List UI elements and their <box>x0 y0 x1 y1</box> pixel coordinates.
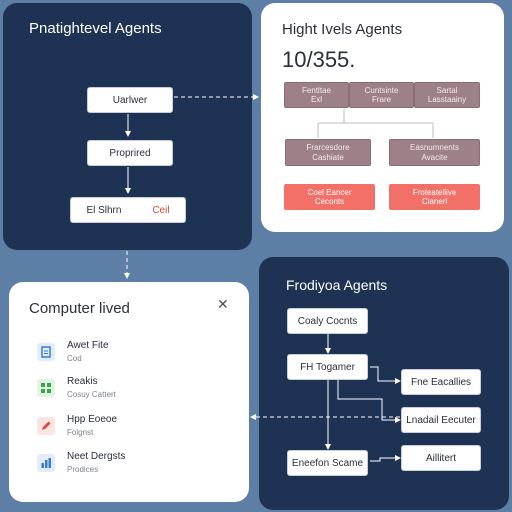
coral-box-right[interactable]: Froteatellive Cianerl <box>389 184 480 210</box>
box-line2: Cashiate <box>312 152 344 162</box>
mauve-box-r2c2[interactable]: Easnumnents Avacite <box>389 139 480 166</box>
list-item-title: Neet Dergsts <box>67 451 126 462</box>
box-line1: Easnumnents <box>410 143 459 153</box>
pencil-icon <box>37 416 55 435</box>
list-item-title: Awet Fite <box>67 340 109 351</box>
box-line1: Cuntsinte <box>364 85 399 95</box>
mauve-box-r1c2[interactable]: Cuntsinte Frare <box>349 82 414 108</box>
box-line2: Exl <box>310 95 323 104</box>
mauve-box-r2c1[interactable]: Frarcesdore Cashiate <box>285 139 371 166</box>
list-item-subtitle: Cod <box>67 354 82 363</box>
list-item-subtitle: Cosuy Cattert <box>67 390 116 399</box>
metric-value: 10/355. <box>282 47 356 72</box>
panel-title: Hight Ivels Agents <box>282 21 403 38</box>
mauve-box-r1c1[interactable]: Fentltae Exl <box>284 82 349 108</box>
box-line2: Frare <box>371 95 392 104</box>
node-lnadail-eecuter[interactable]: Lnadail Eecuter <box>401 407 481 433</box>
list-item[interactable]: Neet Dergsts Prodices <box>37 451 125 474</box>
box-line1: Coel Eancer <box>307 187 352 197</box>
chart-icon <box>37 453 55 472</box>
panel-top-left: Pnatightevel Agents Uarlwer Proprired El… <box>3 3 252 250</box>
box-line2: Lasstaainy <box>427 95 467 104</box>
panel-top-right: Hight Ivels Agents 10/355. Fentltae Exl … <box>261 3 504 232</box>
box-line1: Fentltae <box>302 85 331 95</box>
node-fne-eacallies[interactable]: Fne Eacallies <box>401 369 481 395</box>
box-line2: Ceconts <box>314 197 345 206</box>
node-aillitert[interactable]: Aillitert <box>401 445 481 471</box>
node-eneefon-scame[interactable]: Eneefon Scame <box>287 450 368 476</box>
close-icon[interactable]: ✕ <box>217 296 229 312</box>
list-item[interactable]: Reakis Cosuy Cattert <box>37 376 116 399</box>
document-icon <box>37 342 55 361</box>
panel-bottom-left: Computer lived ✕ Awet Fite Cod Reakis Co… <box>9 282 249 502</box>
box-line1: Frarcesdore <box>306 143 350 153</box>
node-bottom-right-label: Ceil <box>152 204 170 216</box>
coral-box-left[interactable]: Coel Eancer Ceconts <box>284 184 375 210</box>
list-item[interactable]: Awet Fite Cod <box>37 340 109 363</box>
grid-icon <box>37 378 55 397</box>
node-coaly-cocnts[interactable]: Coaly Cocnts <box>287 308 368 334</box>
node-bottom[interactable]: El Slhrn Ceil <box>70 197 186 223</box>
list-item-title: Hpp Eoeoe <box>67 414 118 425</box>
list-item-subtitle: Folgnst <box>67 428 94 437</box>
list-item-title: Reakis <box>67 376 98 387</box>
list-item[interactable]: Hpp Eoeoe Folgnst <box>37 414 117 437</box>
box-line2: Avacite <box>421 152 448 162</box>
panel-title: Frodiyoa Agents <box>286 277 388 293</box>
node-fh-togamer[interactable]: FH Togamer <box>287 354 368 380</box>
list-item-subtitle: Prodices <box>67 465 99 474</box>
box-line2: Cianerl <box>421 197 448 206</box>
panel-bottom-right: Frodiyoa Agents Coaly Cocnts FH Togamer … <box>259 257 509 510</box>
panel-title: Computer lived <box>29 300 130 317</box>
box-line1: Froteatellive <box>412 187 457 197</box>
node-top[interactable]: Uarlwer <box>87 87 173 113</box>
node-middle[interactable]: Proprired <box>87 140 173 166</box>
mauve-box-r1c3[interactable]: Sartal Lasstaainy <box>414 82 480 108</box>
box-line1: Sartal <box>436 85 458 95</box>
panel-title: Pnatightevel Agents <box>29 20 162 37</box>
node-bottom-left-label: El Slhrn <box>86 204 122 216</box>
